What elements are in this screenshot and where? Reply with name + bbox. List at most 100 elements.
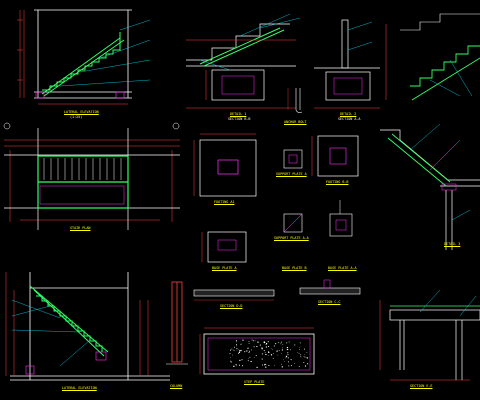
- title-support-plate-a: SUPPORT PLATE A: [276, 172, 307, 176]
- concrete-speckle: [242, 339, 244, 341]
- concrete-speckle: [304, 356, 306, 358]
- concrete-speckle: [277, 350, 278, 352]
- concrete-speckle: [247, 350, 248, 352]
- lateral-elevation-top-view: [17, 9, 151, 105]
- concrete-speckle: [265, 366, 267, 368]
- concrete-speckle: [274, 365, 275, 366]
- concrete-speckle: [240, 349, 242, 352]
- concrete-speckle: [268, 351, 270, 353]
- title-anchor-bolt: ANCHOR BOLT: [284, 120, 307, 124]
- concrete-speckle: [229, 353, 231, 355]
- concrete-speckle: [236, 344, 238, 346]
- concrete-speckle: [230, 361, 232, 363]
- concrete-speckle: [233, 346, 235, 348]
- concrete-speckle: [290, 359, 292, 360]
- support-plate-a2-view: [283, 200, 353, 237]
- concrete-speckle: [256, 345, 258, 348]
- concrete-speckle: [263, 341, 265, 343]
- concrete-speckle: [265, 353, 267, 356]
- concrete-speckle: [268, 364, 270, 366]
- concrete-speckle: [304, 365, 307, 367]
- concrete-speckle: [304, 348, 305, 350]
- concrete-speckle: [259, 344, 261, 346]
- title-footing-a1: FOOTING A1: [214, 200, 235, 204]
- concrete-speckle: [239, 350, 241, 352]
- title-support-plate-a2: SUPPORT PLATE A-A: [274, 236, 309, 240]
- concrete-speckle: [277, 354, 279, 356]
- concrete-speckle: [299, 342, 301, 344]
- concrete-speckle: [294, 344, 296, 346]
- concrete-speckle: [241, 359, 243, 361]
- concrete-speckle: [253, 346, 255, 348]
- concrete-speckle: [257, 341, 259, 343]
- concrete-speckle: [298, 352, 300, 354]
- concrete-speckle: [265, 342, 268, 345]
- concrete-speckle: [281, 349, 283, 351]
- detail-3-view: [380, 123, 480, 250]
- title-lateral-elevation-top: LATERAL ELEVATION: [64, 110, 99, 114]
- concrete-speckle: [231, 354, 233, 356]
- concrete-speckle: [235, 340, 237, 342]
- concrete-speckle: [288, 365, 290, 367]
- title-base-plate-a: BASE PLATE A: [212, 266, 237, 270]
- concrete-speckle: [253, 340, 255, 342]
- concrete-speckle: [248, 340, 250, 342]
- section-d-d-view: [193, 289, 275, 301]
- concrete-speckle: [287, 357, 289, 359]
- concrete-speckle: [261, 348, 263, 350]
- concrete-speckle: [230, 360, 232, 362]
- concrete-speckle: [233, 349, 235, 351]
- concrete-speckle: [238, 364, 240, 366]
- concrete-speckle: [244, 351, 246, 353]
- concrete-speckle: [247, 347, 249, 349]
- concrete-speckle: [278, 349, 280, 351]
- concrete-speckle: [229, 349, 232, 351]
- title-column: COLUMN: [170, 384, 183, 388]
- concrete-speckle: [272, 348, 274, 350]
- concrete-speckle: [284, 361, 286, 362]
- title-base-plate-b: BASE PLATE B: [282, 266, 307, 270]
- section-c-c-view: [299, 279, 361, 295]
- concrete-speckle: [303, 356, 305, 358]
- concrete-speckle: [281, 366, 283, 368]
- concrete-speckle: [264, 364, 266, 366]
- concrete-speckle: [286, 348, 287, 350]
- concrete-speckle: [238, 348, 240, 350]
- concrete-speckle: [282, 344, 284, 346]
- title-section-e-e: SECTION E-E: [410, 384, 433, 388]
- concrete-speckle: [297, 352, 298, 353]
- concrete-speckle: [307, 363, 309, 365]
- concrete-speckle: [249, 356, 251, 358]
- concrete-speckle: [248, 351, 250, 353]
- concrete-speckle: [255, 355, 257, 357]
- concrete-speckle: [281, 363, 282, 365]
- concrete-speckle: [285, 355, 288, 358]
- column-detail: [166, 281, 188, 365]
- concrete-speckle: [235, 364, 237, 366]
- concrete-speckle: [275, 343, 277, 345]
- concrete-speckle: [300, 356, 302, 358]
- concrete-speckle: [241, 365, 243, 367]
- concrete-speckle: [288, 341, 290, 343]
- concrete-speckle: [282, 347, 283, 349]
- concrete-speckle: [231, 348, 233, 350]
- concrete-speckle: [235, 365, 237, 367]
- concrete-speckle: [286, 346, 289, 349]
- concrete-speckle: [287, 352, 289, 354]
- concrete-speckle: [236, 345, 238, 347]
- concrete-speckle: [240, 344, 241, 345]
- concrete-speckle: [270, 354, 273, 356]
- anchor-bolt-detail: [287, 88, 303, 113]
- concrete-speckle: [289, 349, 291, 351]
- concrete-speckle: [236, 348, 238, 349]
- concrete-speckle: [247, 360, 249, 362]
- stair-section-top-right: [400, 13, 480, 101]
- concrete-speckle: [285, 357, 287, 359]
- concrete-speckle: [265, 346, 267, 348]
- title-section-a-a: SECTION A-A: [338, 117, 361, 121]
- concrete-speckle: [281, 353, 282, 355]
- concrete-speckle: [239, 359, 241, 362]
- scale-note: (1:25): [70, 115, 83, 119]
- concrete-speckle: [273, 353, 275, 354]
- concrete-speckle: [248, 342, 250, 344]
